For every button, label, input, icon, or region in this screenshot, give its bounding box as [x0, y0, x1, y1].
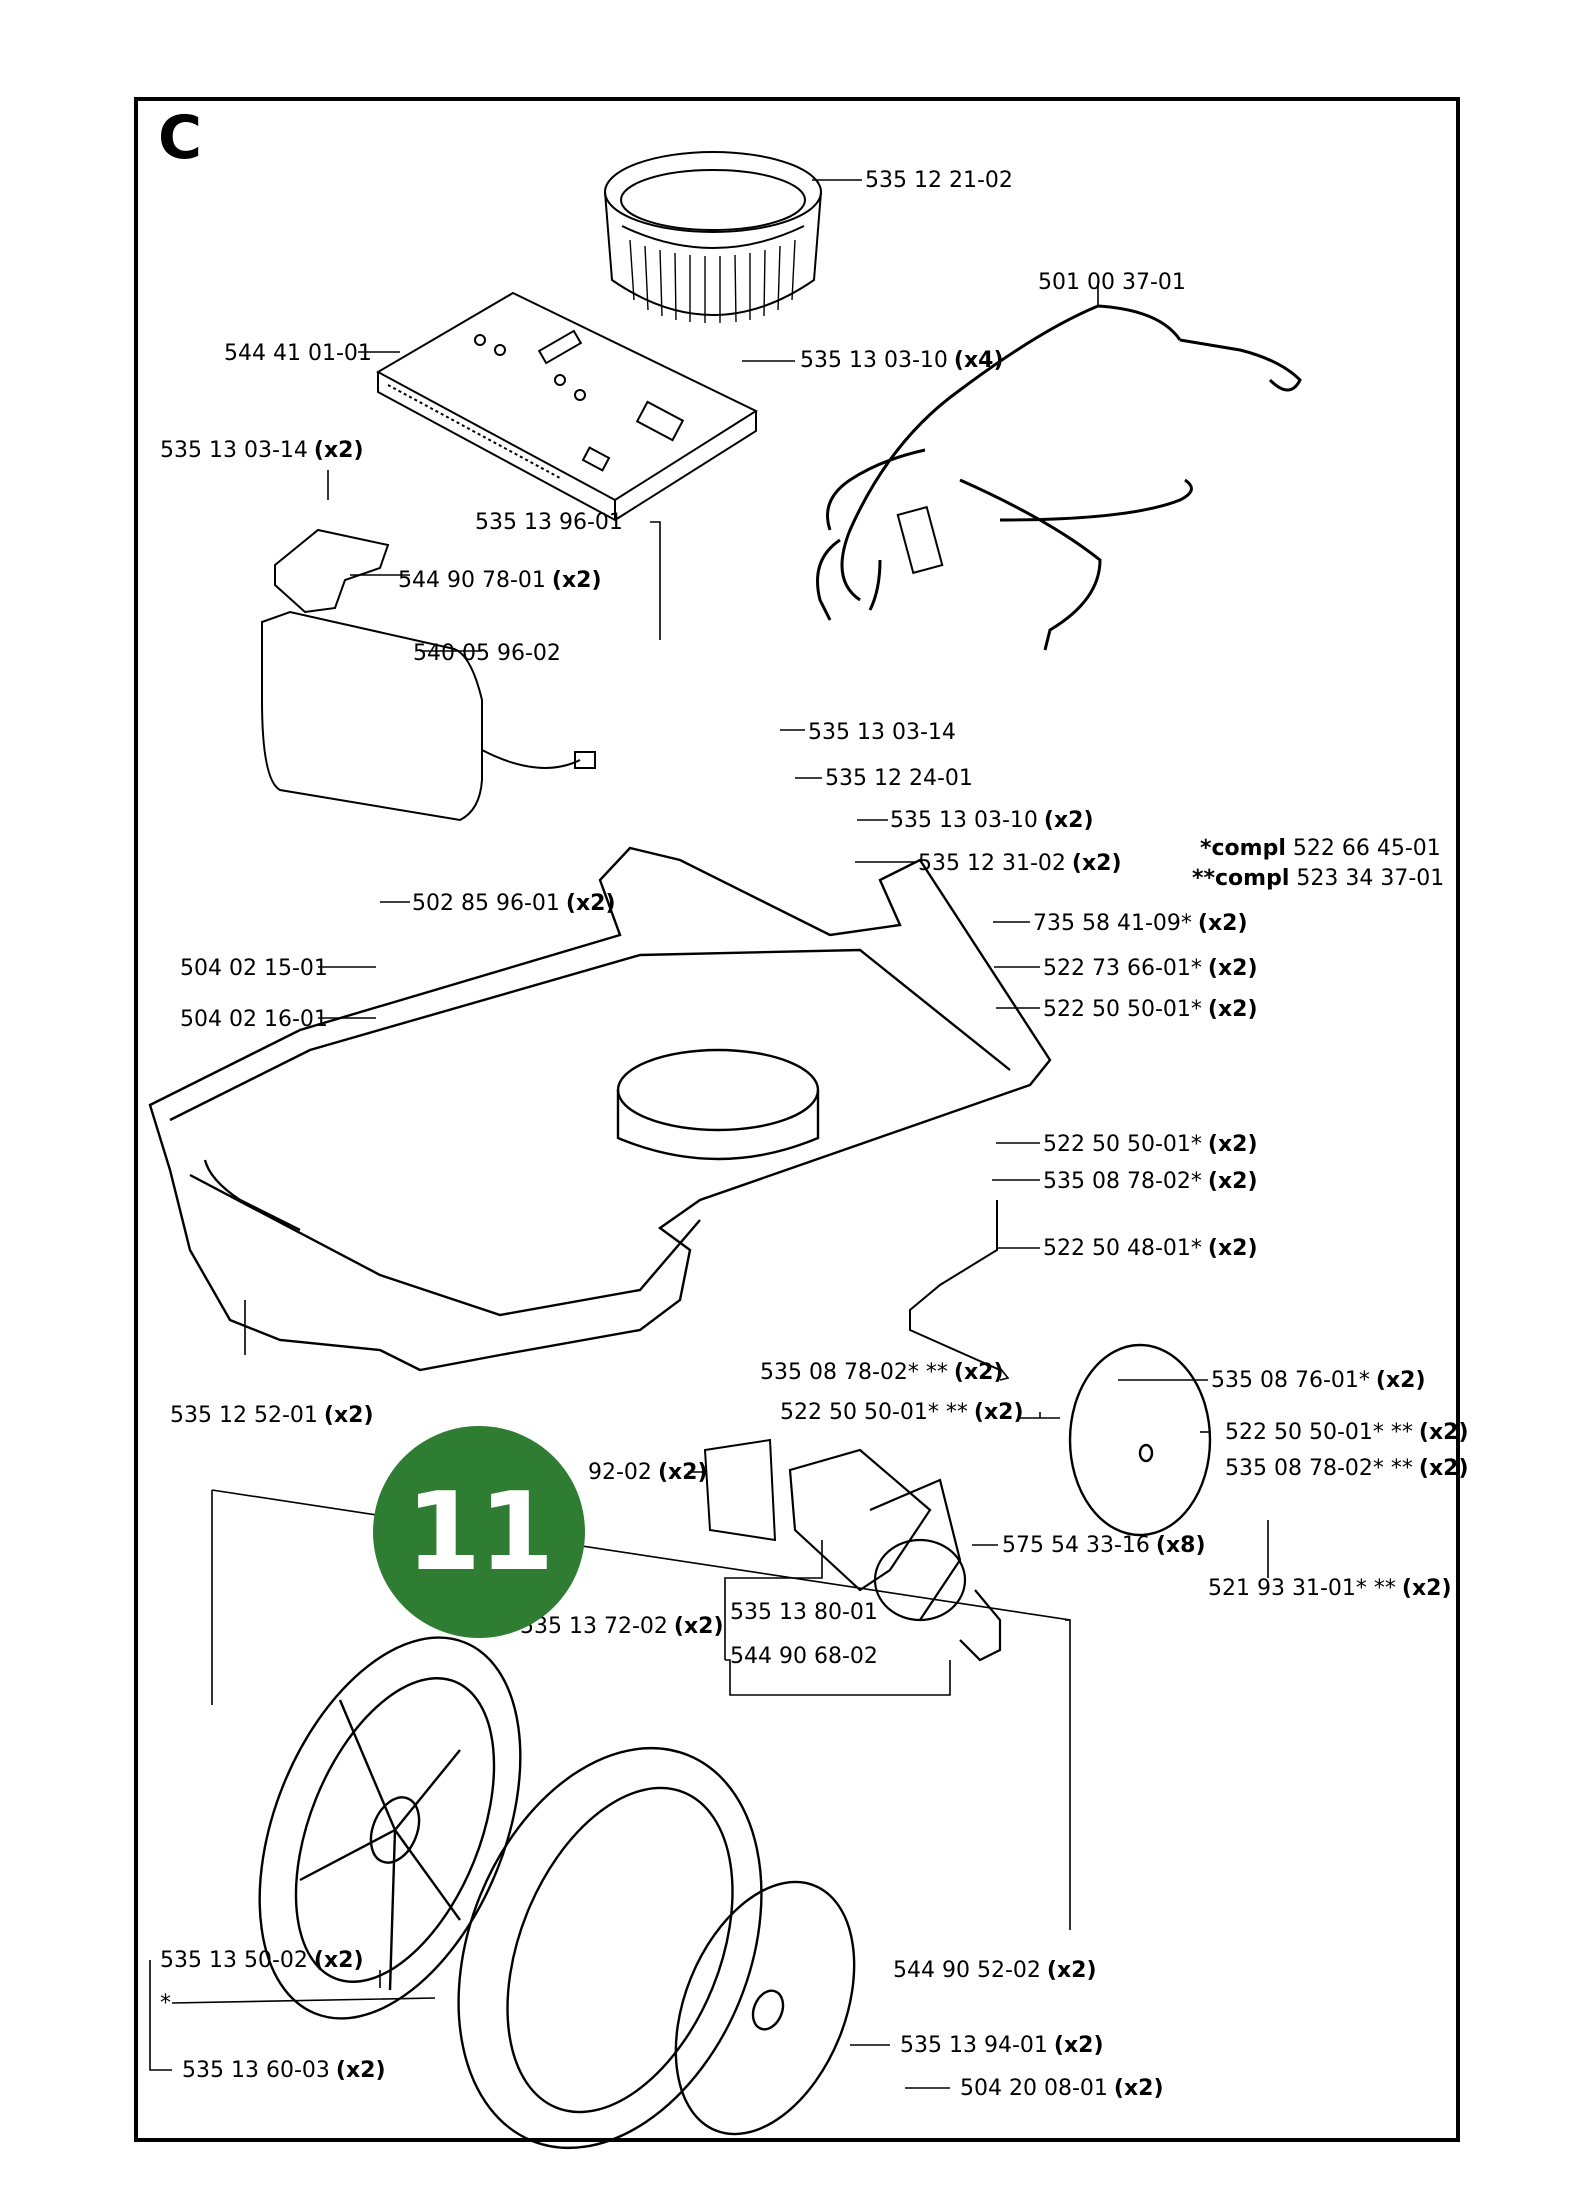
- part-label: 544 41 01-01: [224, 341, 372, 366]
- part-label: 535 13 60-03(x2): [182, 2058, 386, 2083]
- part-label: 575 54 33-16(x8): [1002, 1533, 1206, 1558]
- part-label: 92-02(x2): [588, 1460, 708, 1485]
- part-label: 522 50 48-01*(x2): [1043, 1236, 1258, 1261]
- battery-bracket: [274, 528, 390, 614]
- part-label: 535 08 78-02* **(x2): [1225, 1456, 1469, 1481]
- section-badge: 11: [373, 1426, 585, 1638]
- part-label: 735 58 41-09*(x2): [1033, 911, 1248, 936]
- wheel-rim: [258, 1636, 522, 2020]
- part-label: 535 12 52-01(x2): [170, 1403, 374, 1428]
- wheel-motor: [703, 1438, 1002, 1662]
- part-label: 522 50 50-01* **(x2): [1225, 1420, 1469, 1445]
- part-label: 521 93 31-01* **(x2): [1208, 1576, 1452, 1601]
- part-label: 504 02 16-01: [180, 1007, 328, 1032]
- motor-cup: [604, 151, 822, 323]
- part-label: 535 12 21-02: [865, 168, 1013, 193]
- part-label: 522 50 50-01* **(x2): [780, 1400, 1024, 1425]
- part-label: 522 50 50-01*(x2): [1043, 1132, 1258, 1157]
- kit-note-double: **compl 523 34 37-01: [1192, 866, 1445, 891]
- part-label: 504 20 08-01(x2): [960, 2076, 1164, 2101]
- wire-harness: [816, 304, 1302, 651]
- part-label: 535 13 72-02(x2): [520, 1614, 724, 1639]
- wheel-tyre: [457, 1746, 763, 2150]
- part-label: 540 05 96-02: [413, 641, 561, 666]
- kit-note-single: *compl 522 66 45-01: [1200, 836, 1441, 861]
- part-label: 535 08 78-02* **(x2): [760, 1360, 1004, 1385]
- part-label: 544 90 52-02(x2): [893, 1958, 1097, 1983]
- part-label: 535 08 78-02*(x2): [1043, 1169, 1258, 1194]
- part-label: 535 13 03-10(x4): [800, 348, 1004, 373]
- part-label: 535 12 24-01: [825, 766, 973, 791]
- part-label: 504 02 15-01: [180, 956, 328, 981]
- circuit-board: [375, 291, 759, 522]
- part-label: 544 90 68-02: [730, 1644, 878, 1669]
- leader-lines: [149, 179, 1269, 2089]
- part-label: 535 13 03-14(x2): [160, 438, 364, 463]
- hub-cap: [674, 1880, 856, 2136]
- part-label: 535 13 03-14: [808, 720, 956, 745]
- front-shaft: [909, 1200, 1001, 1371]
- chassis: [148, 846, 1052, 1372]
- part-label: 535 13 96-01: [475, 510, 623, 535]
- part-label: 535 08 76-01*(x2): [1211, 1368, 1426, 1393]
- part-label: 502 85 96-01(x2): [412, 891, 616, 916]
- part-label: 544 90 78-01(x2): [398, 568, 602, 593]
- front-wheel: [1068, 1343, 1212, 1537]
- battery-pack: [261, 610, 596, 822]
- diagram-frame: [134, 97, 1460, 2142]
- part-label: 501 00 37-01: [1038, 270, 1186, 295]
- part-label: 535 13 94-01(x2): [900, 2033, 1104, 2058]
- part-label: *: [160, 1991, 171, 2016]
- part-label: 522 73 66-01*(x2): [1043, 956, 1258, 981]
- part-label: 522 50 50-01*(x2): [1043, 997, 1258, 1022]
- part-label: 535 13 80-01: [730, 1600, 878, 1625]
- part-label: 535 12 31-02(x2): [918, 851, 1122, 876]
- part-label: 535 13 03-10(x2): [890, 808, 1094, 833]
- part-label: 535 13 50-02(x2): [160, 1948, 364, 1973]
- section-letter: C: [158, 103, 203, 173]
